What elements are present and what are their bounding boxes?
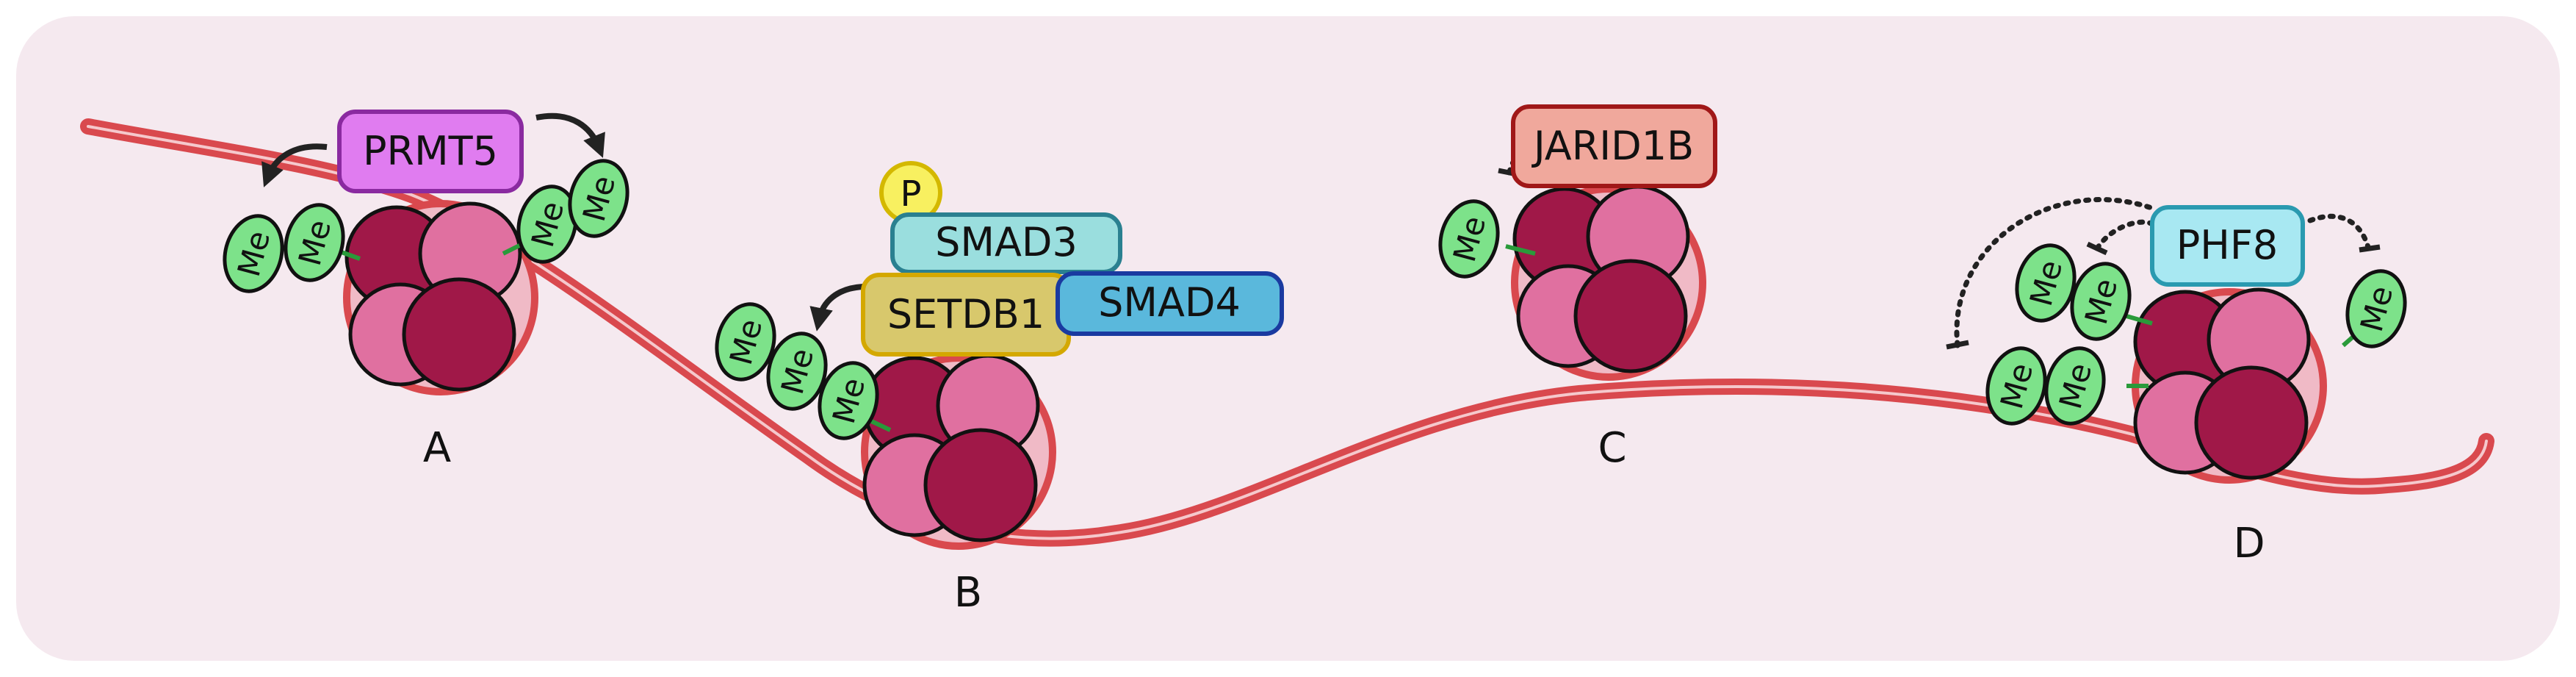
svg-text:PRMT5: PRMT5 bbox=[363, 128, 498, 174]
smad3-protein: SMAD3 bbox=[890, 212, 1122, 274]
methyl-mark: Me bbox=[516, 185, 578, 264]
methyl-mark: Me bbox=[1438, 199, 1500, 279]
svg-text:PHF8: PHF8 bbox=[2176, 222, 2279, 268]
methyl-mark: Me bbox=[2044, 346, 2106, 426]
methyl-mark: Me bbox=[2070, 262, 2132, 341]
methyl-mark: Me bbox=[223, 214, 284, 293]
methylation-arrows bbox=[261, 112, 864, 332]
methyl-marks: Me Me Me Me Me Me Me Me bbox=[223, 159, 2407, 440]
label-c: C bbox=[1598, 424, 1626, 472]
methyl-mark: Me bbox=[284, 203, 345, 282]
label-a: A bbox=[423, 424, 451, 472]
jarid1b-enzyme: JARID1B bbox=[1511, 104, 1717, 188]
nucleosome-c bbox=[1511, 185, 1706, 381]
methyl-mark: Me bbox=[818, 361, 879, 440]
smad4-protein: SMAD4 bbox=[1056, 271, 1284, 336]
background-panel bbox=[16, 16, 2560, 661]
methyl-mark: Me bbox=[766, 332, 828, 411]
prmt5-enzyme: PRMT5 bbox=[337, 110, 524, 193]
setdb1-enzyme: SETDB1 bbox=[861, 273, 1071, 357]
svg-text:SMAD4: SMAD4 bbox=[1098, 279, 1241, 326]
svg-text:JARID1B: JARID1B bbox=[1531, 123, 1694, 169]
nucleosome-d bbox=[2132, 287, 2327, 484]
nucleosome-a bbox=[343, 200, 538, 395]
methyl-mark: Me bbox=[2345, 269, 2407, 348]
label-b: B bbox=[954, 569, 982, 617]
methyl-mark: Me bbox=[2015, 243, 2077, 323]
phospho-mark: P bbox=[879, 161, 942, 224]
methyl-mark: Me bbox=[568, 159, 629, 238]
phf8-enzyme: PHF8 bbox=[2150, 205, 2305, 287]
svg-text:P: P bbox=[901, 173, 922, 215]
nucleosome-b bbox=[861, 354, 1056, 550]
svg-text:SETDB1: SETDB1 bbox=[887, 291, 1045, 337]
methyl-mark: Me bbox=[1985, 346, 2047, 426]
svg-text:SMAD3: SMAD3 bbox=[935, 219, 1078, 265]
label-d: D bbox=[2233, 520, 2265, 567]
methyl-mark: Me bbox=[715, 302, 776, 382]
